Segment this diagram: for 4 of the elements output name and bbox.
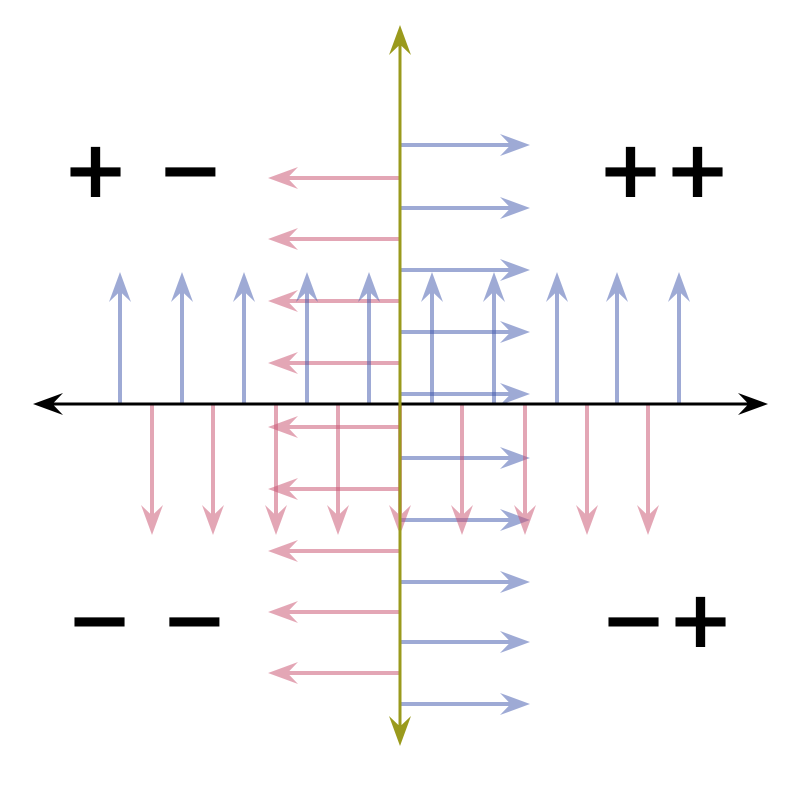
sign-label: − −: [66, 580, 228, 660]
sign-label: ++: [597, 130, 732, 210]
sign-label: −+: [600, 580, 734, 660]
sign-label: + −: [62, 130, 224, 210]
